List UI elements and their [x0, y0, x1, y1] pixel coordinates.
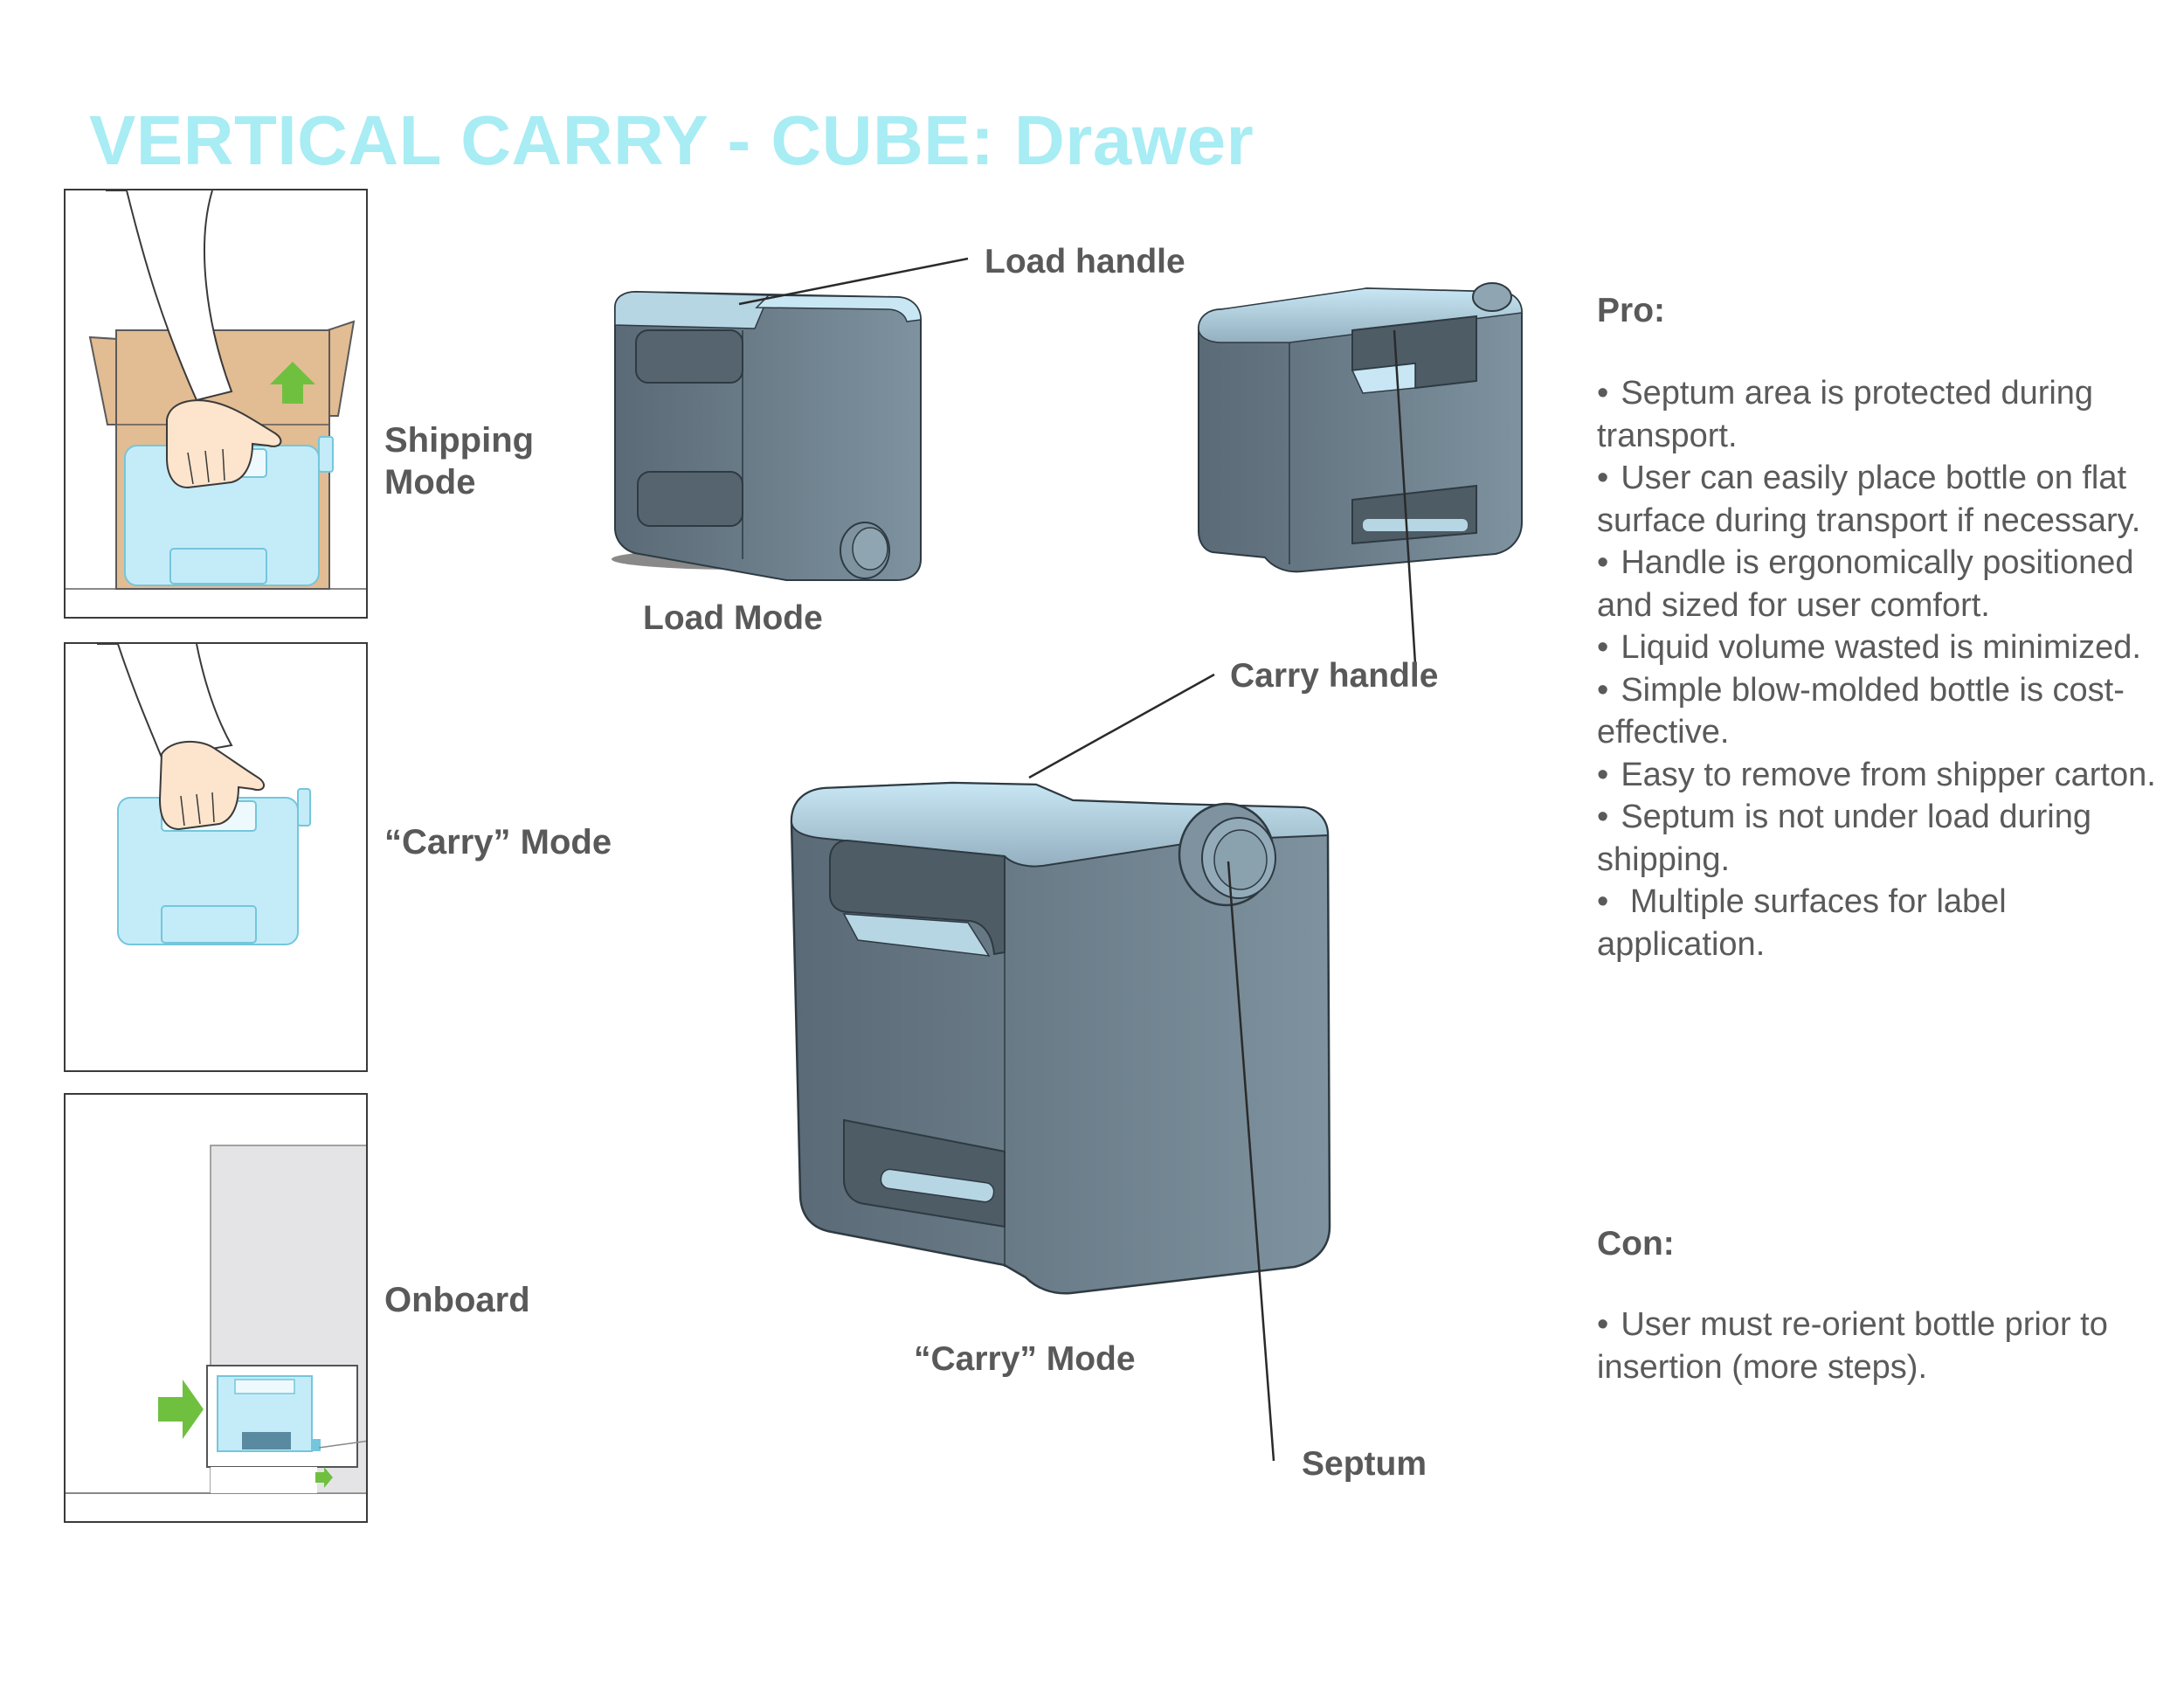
onboard-illustration — [66, 1145, 366, 1494]
carry-mode-callout: “Carry” Mode — [914, 1340, 1136, 1378]
onboard-panel — [64, 1093, 368, 1523]
shipping-mode-label-line2: Mode — [384, 463, 476, 502]
load-mode-bottle — [612, 290, 922, 581]
carry-handle-leader-large — [1028, 673, 1215, 779]
pro-item: •Handle is ergonomically positioned and … — [1597, 544, 2134, 624]
carry-mode-panel — [64, 642, 368, 1072]
carry-mode-illustration — [97, 644, 311, 945]
load-mode-callout: Load Mode — [643, 599, 823, 637]
pro-item: •User can easily place bottle on flat su… — [1597, 460, 2141, 539]
carry-mode-bottle-large — [790, 781, 1331, 1295]
pro-item: •Easy to remove from shipper carton. — [1597, 756, 2156, 793]
con-heading: Con: — [1597, 1225, 1675, 1263]
onboard-label: Onboard — [384, 1281, 530, 1319]
load-handle-leader — [738, 257, 969, 306]
pro-item: •Septum area is protected during transpo… — [1597, 375, 2094, 454]
pro-item: • Multiple surfaces for label applicatio… — [1597, 883, 2007, 963]
carry-handle-callout: Carry handle — [1230, 657, 1439, 695]
con-list: •User must re-orient bottle prior to ins… — [1597, 1304, 2165, 1388]
pro-section: Pro: •Septum area is protected during tr… — [1597, 292, 2165, 965]
pro-heading: Pro: — [1597, 292, 1665, 329]
load-handle-callout: Load handle — [985, 243, 1185, 280]
shipping-mode-label-line1: Shipping — [384, 421, 535, 460]
shipping-mode-panel — [64, 189, 368, 619]
page-title: VERTICAL CARRY - CUBE: Drawer — [89, 101, 1254, 179]
shipping-mode-label: Shipping Mode — [384, 419, 534, 503]
carry-handle-leader-small — [1393, 329, 1417, 665]
pro-item: •Septum is not under load during shippin… — [1597, 799, 2091, 878]
pro-item: •Liquid volume wasted is minimized. — [1597, 629, 2141, 666]
con-item: •User must re-orient bottle prior to ins… — [1597, 1306, 2108, 1386]
septum-leader — [1227, 861, 1275, 1462]
con-section: Con: •User must re-orient bottle prior t… — [1597, 1225, 2165, 1388]
pro-item: •Simple blow-molded bottle is cost-effec… — [1597, 671, 2125, 751]
shipping-mode-illustration — [66, 190, 366, 617]
pro-list: •Septum area is protected during transpo… — [1597, 372, 2165, 965]
septum-callout: Septum — [1302, 1445, 1427, 1483]
carry-mode-bottle-small — [1198, 282, 1523, 573]
carry-mode-label: “Carry” Mode — [384, 823, 612, 861]
